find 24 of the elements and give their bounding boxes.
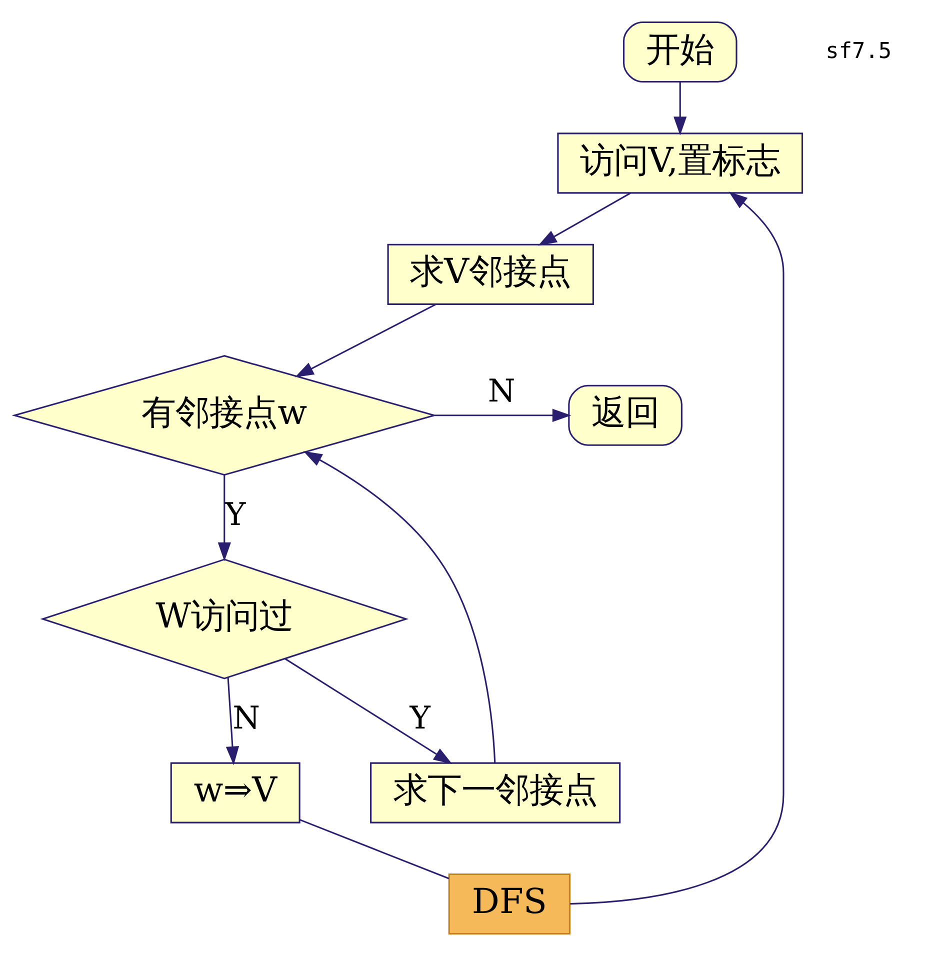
node-diamond: 有邻接点w	[12, 354, 438, 476]
node-box: 返回	[568, 384, 682, 446]
node-box: DFS	[448, 872, 570, 934]
edge-label: Y	[225, 496, 246, 532]
arrow	[284, 658, 452, 764]
arrow	[538, 192, 631, 246]
node-box: 访问V,置标志	[557, 132, 804, 194]
node-diamond: W访问过	[40, 558, 409, 679]
node-box: 求下一邻接点	[370, 762, 621, 823]
arrow	[294, 303, 436, 377]
node-box: w⇒V	[170, 762, 300, 823]
edge-label: Y	[410, 700, 430, 736]
arrow	[218, 474, 231, 561]
arrow	[434, 408, 572, 422]
arrow	[226, 676, 240, 765]
node-box: 求V邻接点	[387, 243, 594, 304]
connector	[299, 818, 450, 879]
arrow	[674, 81, 687, 135]
arrow	[303, 450, 496, 762]
edge-label: N	[488, 372, 516, 409]
node-box: 开始	[622, 20, 738, 82]
arrow	[570, 191, 784, 904]
edge-label: N	[232, 700, 260, 736]
label: sf7.5	[826, 38, 892, 64]
